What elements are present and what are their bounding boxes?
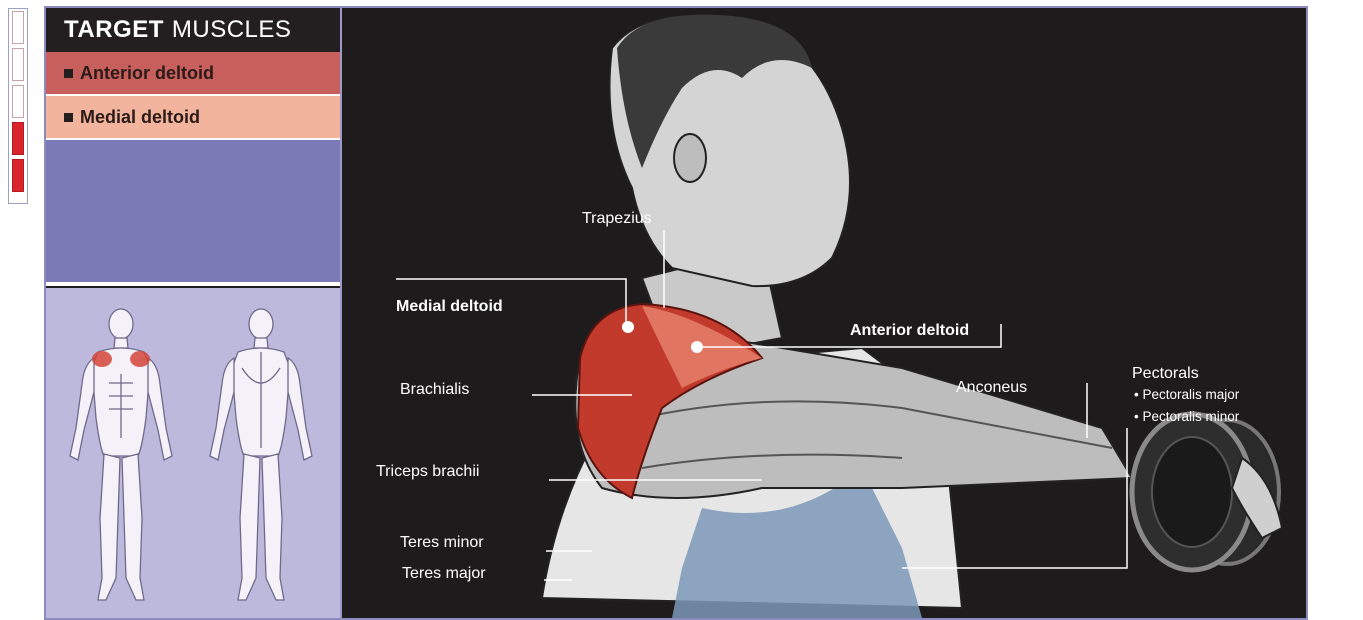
intensity-meter	[8, 8, 28, 204]
label-pectoralis-major: • Pectoralis major	[1134, 387, 1239, 402]
intensity-segment	[12, 48, 24, 81]
panel-title: TARGET MUSCLES	[46, 8, 340, 52]
label-triceps-brachii: Triceps brachii	[376, 463, 479, 481]
intensity-segment-filled	[12, 122, 24, 155]
exercise-illustration: Trapezius Medial deltoid Anterior deltoi…	[342, 8, 1308, 618]
empty-panel-block	[46, 140, 340, 286]
illustration-frame: TARGET MUSCLES Anterior deltoid Medial de…	[44, 6, 1308, 620]
intensity-segment-filled	[12, 159, 24, 192]
title-rest: MUSCLES	[172, 16, 292, 43]
body-figures-svg	[46, 288, 338, 618]
label-pectorals: Pectorals	[1132, 365, 1199, 383]
label-anterior-deltoid: Anterior deltoid	[850, 322, 969, 340]
label-medial-deltoid: Medial deltoid	[396, 298, 503, 316]
target-anterior-deltoid: Anterior deltoid	[46, 52, 340, 96]
intensity-segment	[12, 11, 24, 44]
target-label: Medial deltoid	[80, 107, 200, 127]
label-trapezius: Trapezius	[582, 210, 652, 228]
intensity-segment	[12, 85, 24, 118]
label-pectoralis-minor: • Pectoralis minor	[1134, 409, 1239, 424]
target-muscles-panel: TARGET MUSCLES Anterior deltoid Medial de…	[46, 8, 342, 618]
bullet-square-icon	[64, 69, 73, 78]
bullet-square-icon	[64, 113, 73, 122]
label-anconeus: Anconeus	[956, 379, 1027, 397]
target-label: Anterior deltoid	[80, 63, 214, 83]
back-body-figure	[210, 309, 312, 600]
body-figures	[46, 288, 340, 618]
label-brachialis: Brachialis	[400, 381, 469, 399]
target-medial-deltoid: Medial deltoid	[46, 96, 340, 140]
label-teres-major: Teres major	[402, 565, 486, 583]
label-teres-minor: Teres minor	[400, 534, 484, 552]
title-bold: TARGET	[64, 16, 164, 43]
front-body-figure	[70, 309, 172, 600]
